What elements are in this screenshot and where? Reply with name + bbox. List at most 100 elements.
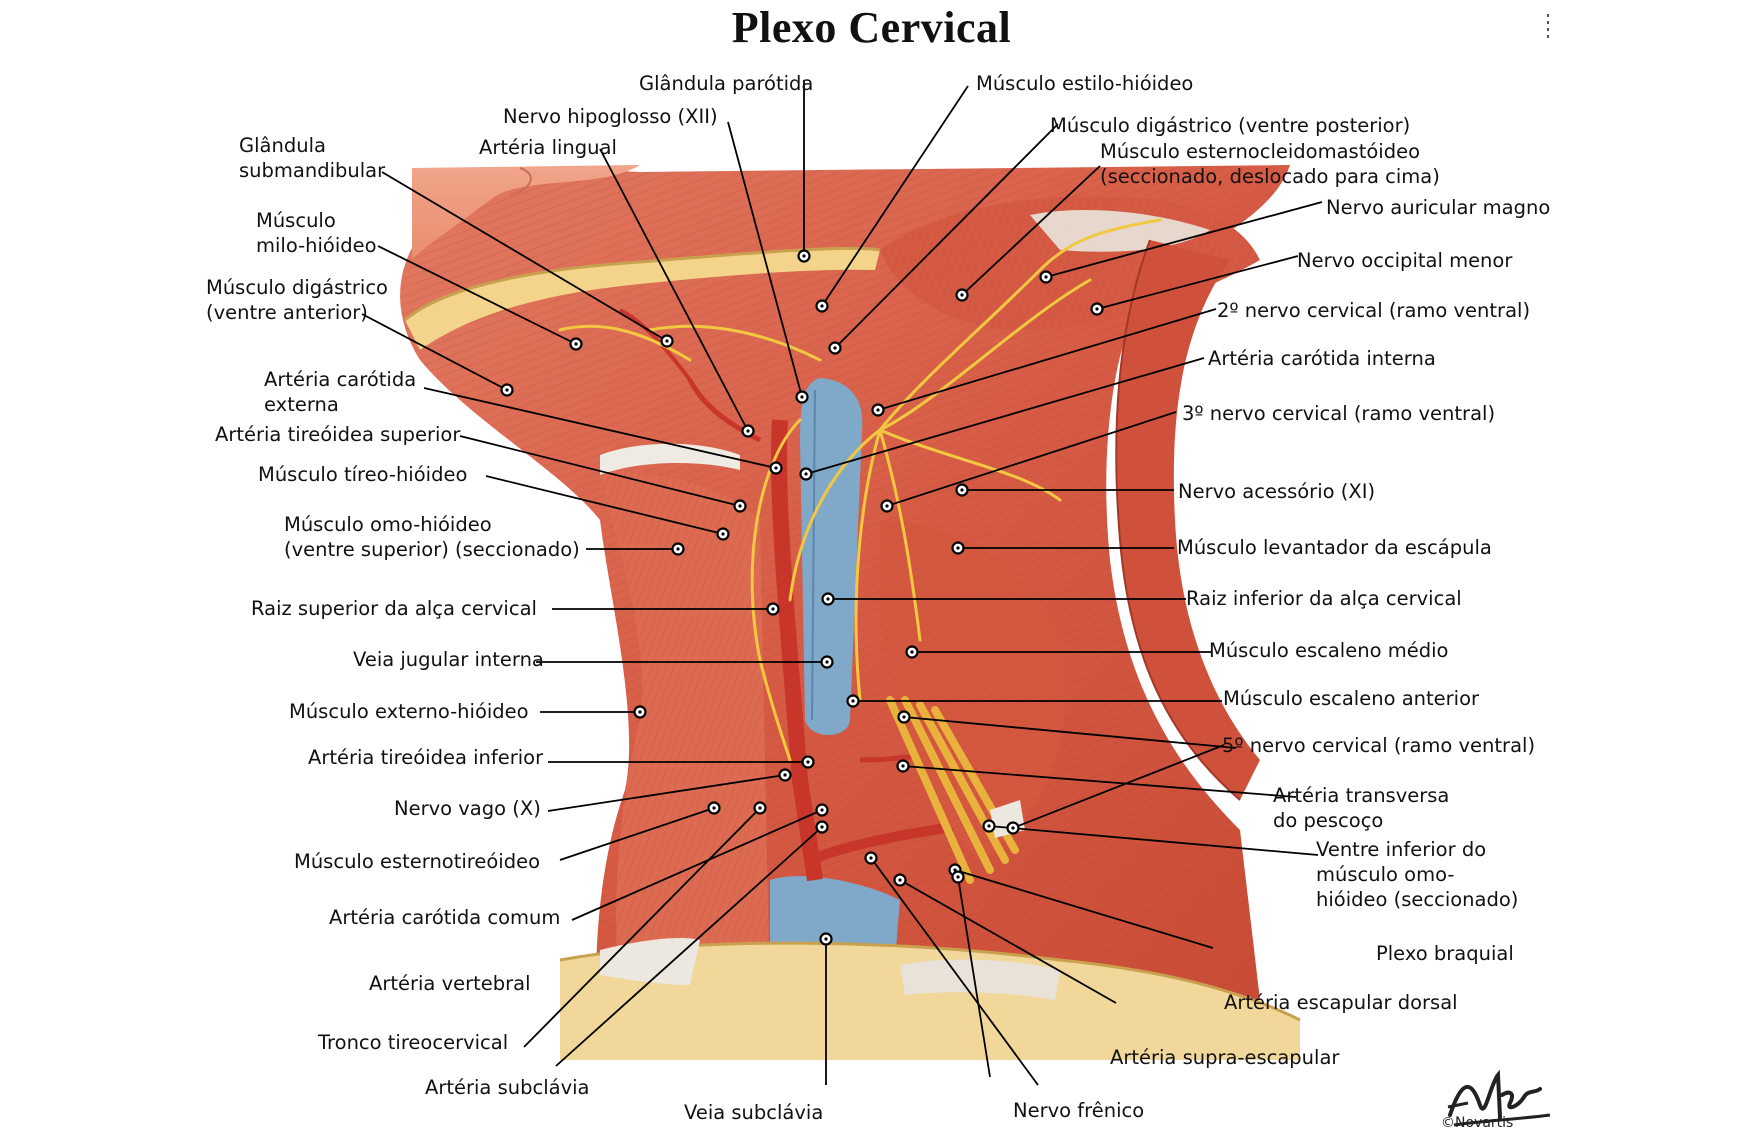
marker-dot-center [902,715,906,719]
mandible-band [405,248,880,350]
marker-dot-center [1044,275,1048,279]
label-musculo-milo-hioideo: Músculo milo-hióideo [256,208,377,258]
label-musculo-digastrico-anterior: Músculo digástrico (ventre anterior) [206,275,388,325]
label-raiz-inferior-alca: Raiz inferior da alça cervical [1186,587,1462,610]
marker-dot-center [804,472,808,476]
marker-dot-center [885,504,889,508]
copyright-notice: ©Novartis [1441,1115,1514,1131]
marker-dot-center [910,650,914,654]
label-musculo-esternocleidomastoideo: Músculo esternocleidomastóideo (secciona… [1100,139,1440,189]
leader-lines [361,80,1323,1086]
label-line: (seccionado, deslocado para cima) [1100,165,1440,188]
label-arteria-tireoidea-superior: Artéria tireóidea superior [215,423,461,446]
label-arteria-carotida-externa: Artéria carótida externa [264,367,416,417]
marker-dot-center [638,710,642,714]
marker-dot-center [825,660,829,664]
clavicle-bone [600,938,700,985]
label-arteria-escapular-dorsal: Artéria escapular dorsal [1224,991,1458,1014]
marker-dot-center [505,388,509,392]
label-nervo-frenico: Nervo frênico [1013,1099,1145,1122]
marker-dot-center [802,254,806,258]
label-arteria-carotida-interna: Artéria carótida interna [1208,347,1436,370]
trapezius [1116,240,1260,800]
label-plexo-braquial: Plexo braquial [1376,942,1514,965]
label-line: Ventre inferior do [1316,838,1487,861]
marker-dot-center [956,546,960,550]
label-line: Músculo esternocleidomastóideo [1100,140,1420,163]
marker-dot-center [824,937,828,941]
label-arteria-tireoidea-inferior: Artéria tireóidea inferior [308,746,544,769]
marker-dot-center [851,699,855,703]
label-nervo-vago: Nervo vago (X) [394,797,541,820]
label-musculo-tireo-hioideo: Músculo tíreo-hióideo [258,463,468,486]
internal-jugular-vein [800,378,863,735]
label-line: (ventre anterior) [206,301,368,324]
label-musculo-escaleno-anterior: Músculo escaleno anterior [1223,687,1480,710]
marker-dot-center [1011,826,1015,830]
label-ventre-inferior-omo: Ventre inferior do músculo omo- hióideo … [1316,837,1518,912]
clavicle [560,943,1300,1060]
label-line: Músculo omo-hióideo [284,513,492,536]
label-line: músculo omo- [1316,863,1455,886]
marker-dot-center [746,429,750,433]
label-musculo-levantador-escapula: Músculo levantador da escápula [1177,536,1492,559]
label-line: hióideo (seccionado) [1316,888,1519,911]
marker-dot-center [574,342,578,346]
label-line: Músculo [256,209,336,232]
label-line: Artéria carótida [264,368,417,391]
marker-dot-center [826,597,830,601]
label-glandula-submandibular: Glândula submandibular [239,133,385,183]
label-line: milo-hióideo [256,234,377,257]
marker-dot-center [898,878,902,882]
label-line: submandibular [239,159,386,182]
label-arteria-subclavia: Artéria subclávia [425,1076,590,1099]
marker-dot-center [820,808,824,812]
marker-dot-center [1095,307,1099,311]
label-tronco-tireocervical: Tronco tireocervical [318,1031,509,1054]
marker-dot-center [956,875,960,879]
brachial-plexus [886,696,1019,884]
marker-dot-center [758,806,762,810]
marker-dot-center [869,856,873,860]
label-veia-jugular-interna: Veia jugular interna [353,648,544,671]
marker-dot-center [738,504,742,508]
label-arteria-vertebral: Artéria vertebral [369,972,531,995]
label-line: do pescoço [1273,809,1384,832]
label-nervo-cervical-2: 2º nervo cervical (ramo ventral) [1217,299,1531,322]
label-glandula-parotida: Glândula parótida [639,72,814,95]
label-musculo-esterno-hioideo: Músculo externo-hióideo [289,700,529,723]
label-musculo-esternotireoideo: Músculo esternotireóideo [294,850,541,873]
label-line: externa [264,393,339,416]
chin-skin [412,165,640,260]
marker-dots [500,249,1104,946]
label-musculo-escaleno-medio: Músculo escaleno médio [1209,639,1449,662]
label-line: Músculo digástrico [206,276,388,299]
marker-dot-center [806,760,810,764]
marker-dot-center [960,293,964,297]
label-line: Glândula [239,134,326,157]
label-nervo-occipital-menor: Nervo occipital menor [1297,249,1513,272]
label-line: Artéria transversa [1273,784,1450,807]
label-line: (ventre superior) (seccionado) [284,538,580,561]
marker-dot-center [771,607,775,611]
marker-dot-center [783,773,787,777]
label-nervo-cervical-5: 5º nervo cervical (ramo ventral) [1222,734,1536,757]
label-nervo-acessorio: Nervo acessório (XI) [1178,480,1376,503]
label-veia-subclavia: Veia subclávia [684,1101,824,1124]
marker-dot-center [721,532,725,536]
label-nervo-cervical-3: 3º nervo cervical (ramo ventral) [1182,402,1496,425]
marker-dot-center [987,824,991,828]
marker-dot-center [676,547,680,551]
label-arteria-transversa-pescoco: Artéria transversa do pescoço [1273,783,1449,833]
label-raiz-superior-alca: Raiz superior da alça cervical [251,597,537,620]
netter-signature-logo [1447,1069,1551,1127]
marker-dot-center [820,304,824,308]
label-nervo-auricular-magno: Nervo auricular magno [1326,196,1551,219]
label-arteria-supra-escapular: Artéria supra-escapular [1110,1046,1340,1069]
page-title: Plexo Cervical [731,3,1012,52]
marker-dot-center [833,346,837,350]
carotid-artery [771,419,823,882]
label-arteria-lingual: Artéria lingual [479,136,617,159]
marker-dot-center [665,339,669,343]
